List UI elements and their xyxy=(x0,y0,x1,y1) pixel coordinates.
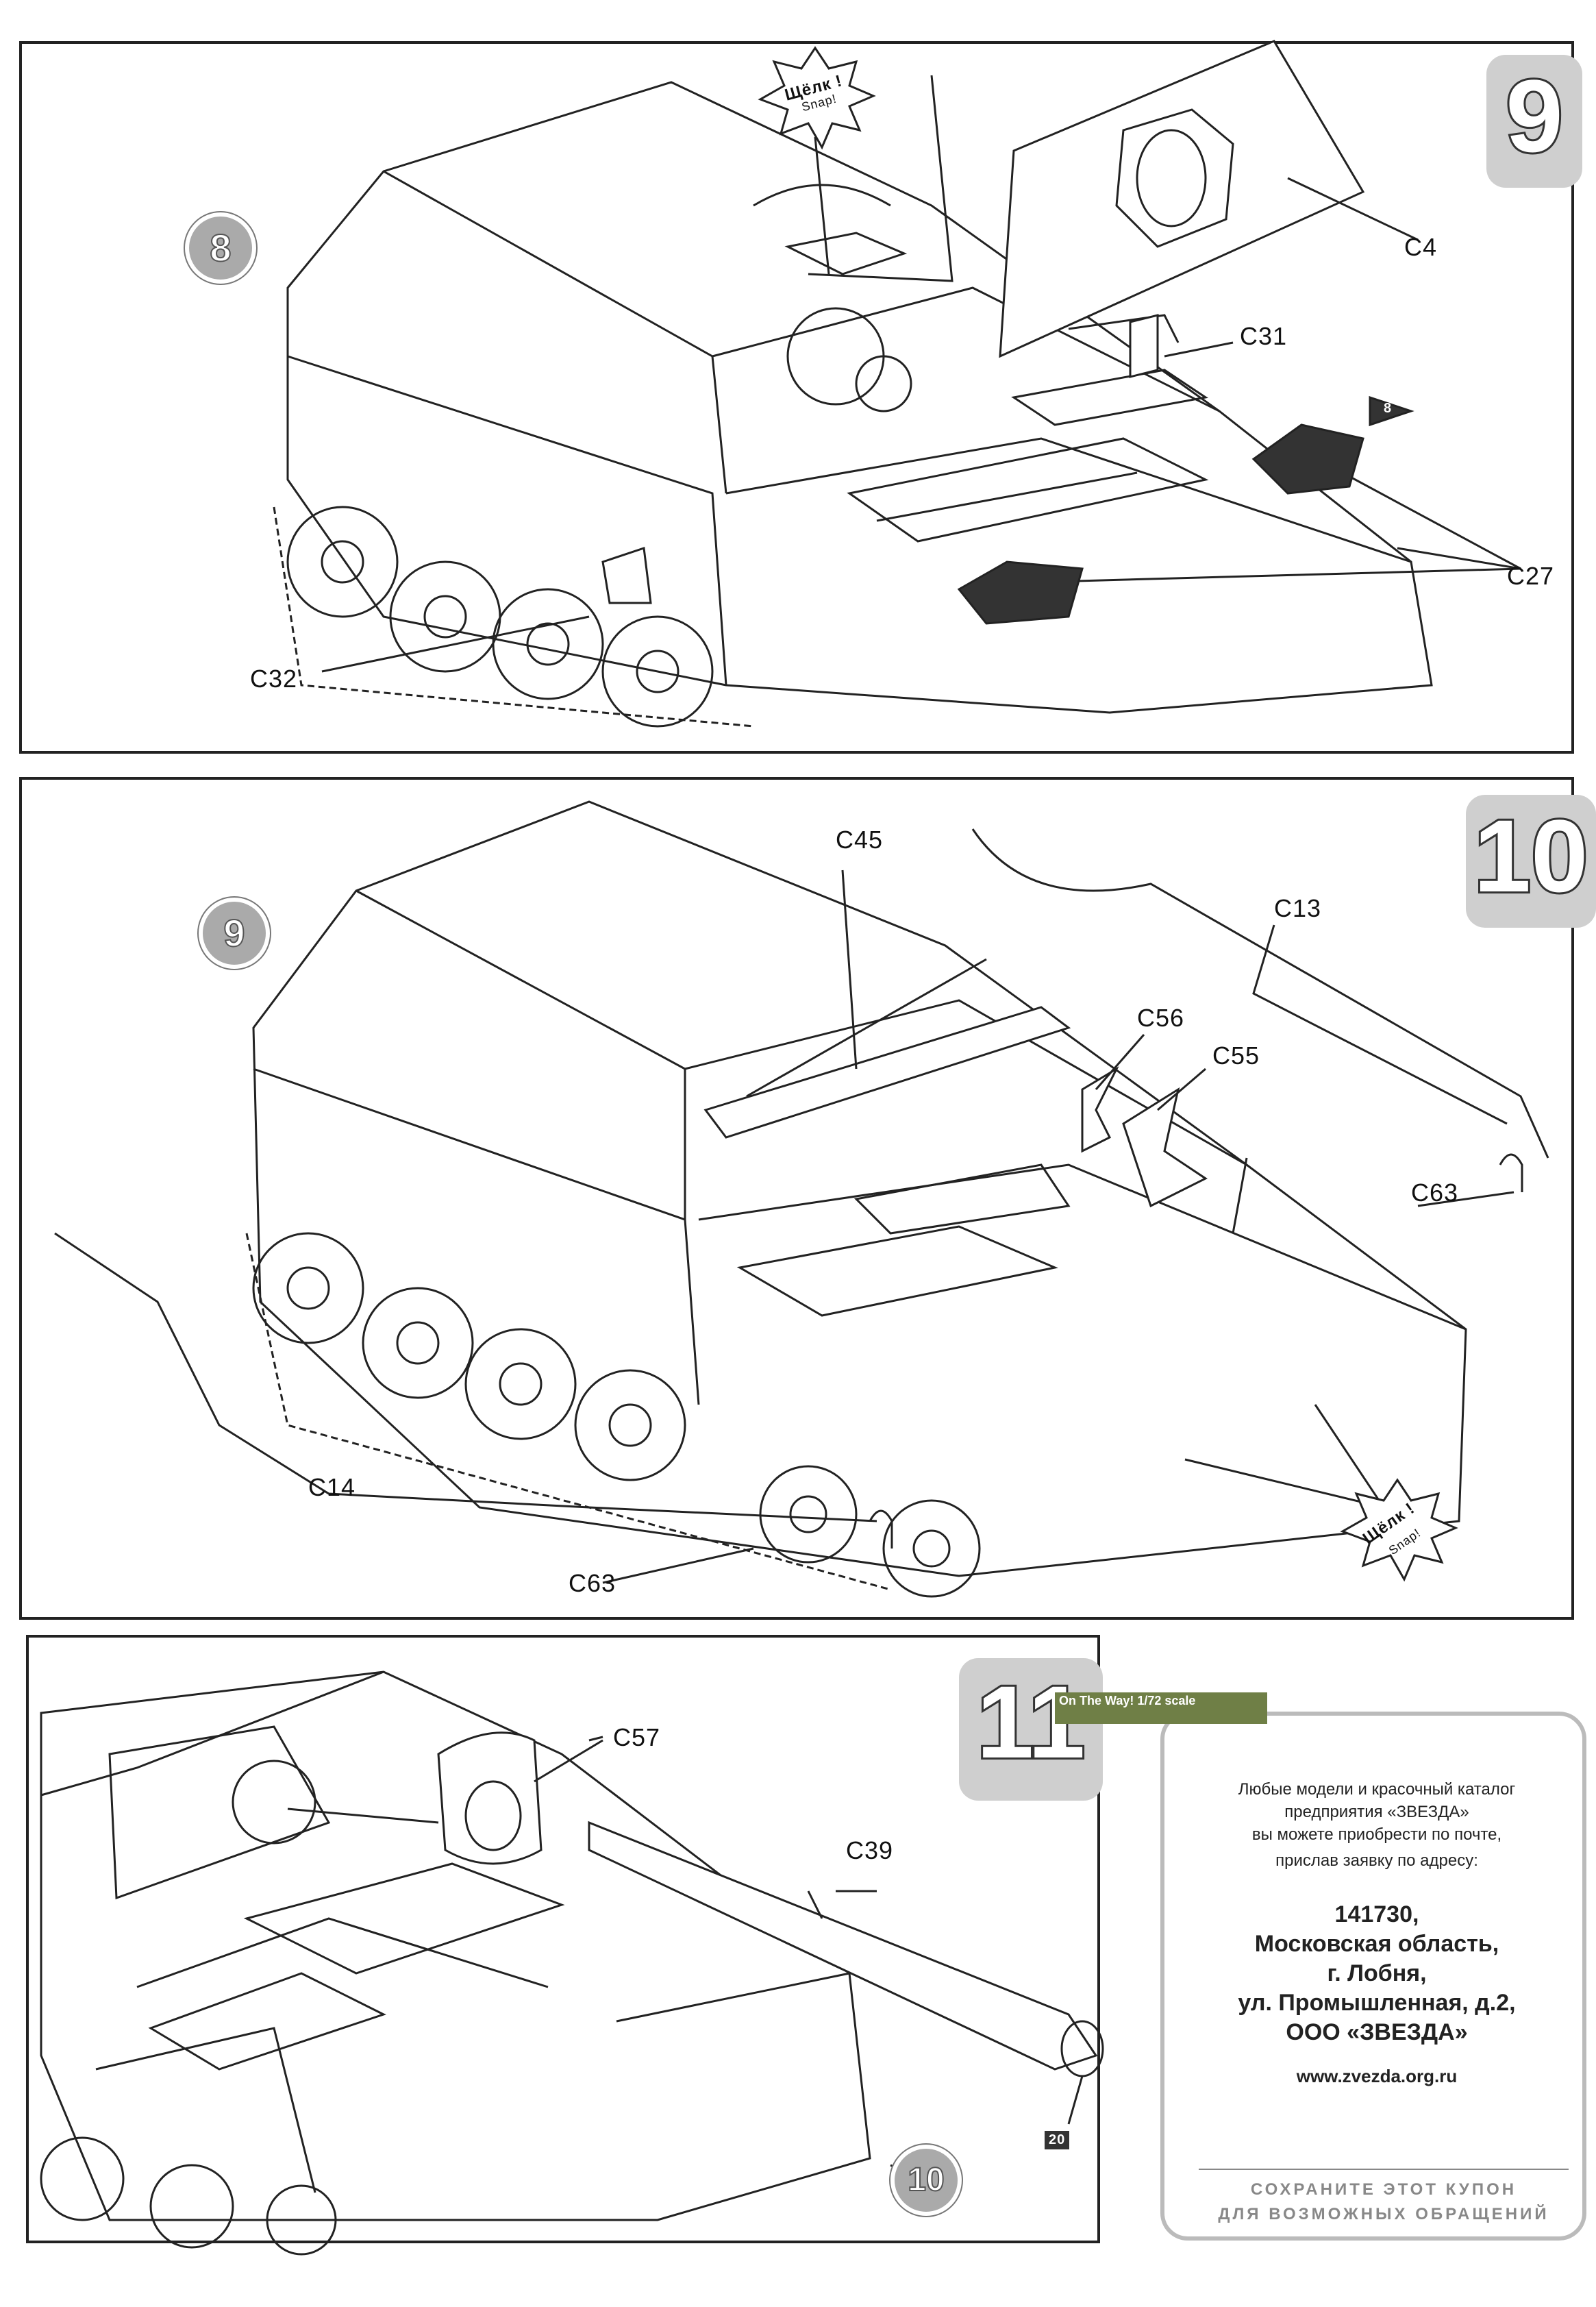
part-label-c57: C57 xyxy=(613,1723,661,1751)
step-number-9: 9 xyxy=(1486,55,1582,188)
part-c45-drawing xyxy=(703,1006,1071,1139)
part-label-c56: C56 xyxy=(1137,1004,1185,1032)
part-c39-barrel xyxy=(588,1821,1098,2071)
coupon-website[interactable]: www.zvezda.org.ru xyxy=(1296,2066,1458,2086)
coupon-address-5: ООО «ЗВЕЗДА» xyxy=(1286,2019,1468,2045)
part-c27-mesh-1 xyxy=(1251,423,1364,495)
step-number-11: 11 xyxy=(959,1658,1103,1801)
step9-tank-hull xyxy=(273,81,1433,728)
part-label-c4: C4 xyxy=(1404,233,1438,261)
part-c27-mesh-2 xyxy=(957,560,1084,625)
ref-step-9-badge: 9 xyxy=(199,898,270,969)
ref-step-10-badge: 10 xyxy=(890,2145,962,2216)
coupon-address-2: Московская область, xyxy=(1254,1931,1499,1957)
part-label-c13: C13 xyxy=(1274,894,1322,922)
coupon-footer-2: ДЛЯ ВОЗМОЖНЫХ ОБРАЩЕНИЙ xyxy=(1218,2205,1549,2223)
part-c4-drawing xyxy=(999,40,1365,358)
part-label-c39: C39 xyxy=(846,1836,894,1864)
coupon-footer-1: СОХРАНИТЕ ЭТОТ КУПОН xyxy=(1250,2180,1517,2199)
part-label-c32: C32 xyxy=(250,665,298,693)
coupon-text-3: вы можете приобрести по почте, xyxy=(1251,1825,1502,1844)
part-label-c63-bottom: C63 xyxy=(569,1569,616,1597)
part-c57-drawing xyxy=(437,1731,543,1865)
coupon-header-banner: On The Way! 1/72 scale xyxy=(1055,1692,1267,1724)
coupon-divider xyxy=(1199,2169,1569,2170)
step11-tank-hull xyxy=(40,1670,871,2256)
part-label-c14: C14 xyxy=(308,1473,356,1501)
coupon-text-2: предприятия «ЗВЕЗДА» xyxy=(1284,1803,1469,1821)
part-label-c27: C27 xyxy=(1507,562,1555,590)
part-c31-drawing xyxy=(1129,314,1159,378)
snap-burst-icon xyxy=(1340,1478,1458,1582)
coupon-text-4: прислав заявку по адресу: xyxy=(1275,1851,1478,1870)
part-c55-drawing xyxy=(1122,1087,1208,1208)
coupon-text-1: Любые модели и красочный каталог xyxy=(1238,1780,1516,1799)
part-c13-cable xyxy=(971,828,1549,1159)
coupon-box xyxy=(1160,1712,1586,2241)
part-label-c45: C45 xyxy=(836,826,884,854)
coupon-address-1: 141730, xyxy=(1334,1901,1419,1927)
snap-burst-icon xyxy=(758,46,876,150)
step10-tank-hull xyxy=(245,800,1467,1598)
part-label-c63-top: C63 xyxy=(1411,1179,1459,1207)
part-c63-shackle-bottom xyxy=(869,1509,893,1549)
part-c63-shackle-top xyxy=(1499,1153,1523,1192)
step-number-10: 10 xyxy=(1466,795,1596,928)
coupon-address-3: г. Лобня, xyxy=(1327,1960,1427,1986)
coupon-address-4: ул. Промышленная, д.2, xyxy=(1238,1990,1516,2016)
part-label-c31: C31 xyxy=(1240,322,1288,350)
mesh-ref-8-label: 8 xyxy=(1384,401,1393,416)
ref-20-label: 20 xyxy=(1045,2131,1070,2149)
part-c14-cable xyxy=(54,1232,877,1522)
part-label-c55: C55 xyxy=(1212,1041,1260,1070)
ref-step-8-badge: 8 xyxy=(185,212,256,284)
